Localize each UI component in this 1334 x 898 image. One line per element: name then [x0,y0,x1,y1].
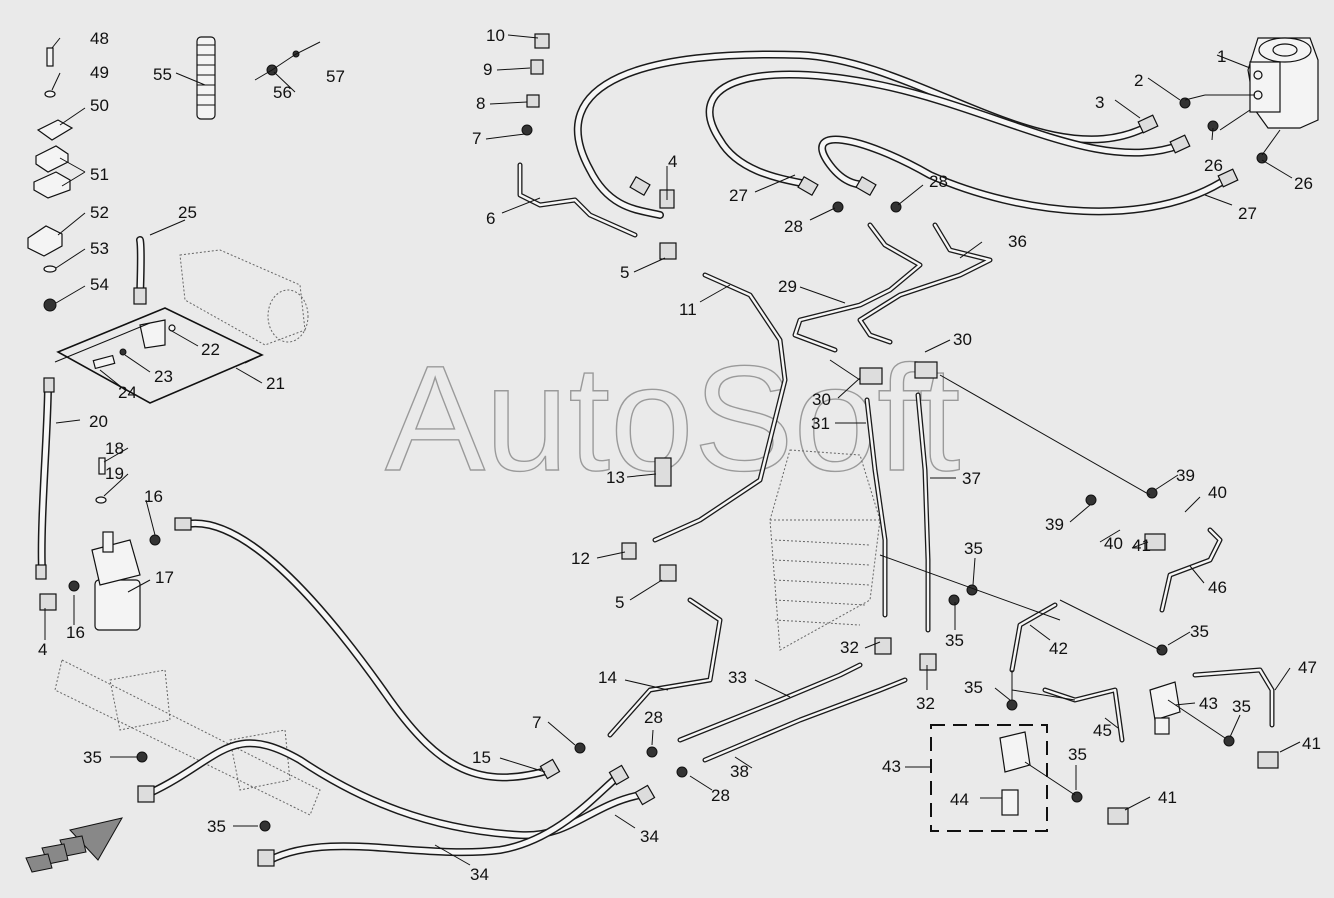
small-parts-stack [27,36,216,504]
part-number-label: 17 [155,568,174,587]
filter-assembly [91,531,141,631]
part-number-label: 35 [207,817,226,836]
part-number-label: 35 [1190,622,1209,641]
part-number-label: 34 [640,827,659,846]
part-number-label: 26 [1204,156,1223,175]
part-number-label: 40 [1208,483,1227,502]
part-number-label: 56 [273,83,292,102]
part-number-label: 28 [784,217,803,236]
part-number-label: 30 [953,330,972,349]
part-number-label: 29 [778,277,797,296]
leader-lines [44,34,1301,866]
part-number-label: 32 [840,638,859,657]
part-number-label: 39 [1176,466,1195,485]
part-number-label: 5 [620,263,629,282]
part-number-label: 10 [486,26,505,45]
part-number-label: 43 [882,757,901,776]
part-number-label: 16 [144,487,163,506]
part-number-label: 41 [1132,536,1151,555]
part-number-label: 19 [105,464,124,483]
part-number-label: 9 [483,60,492,79]
part-number-label: 36 [1008,232,1027,251]
watermark: AutoSoft [385,334,960,502]
part-number-label: 4 [38,640,47,659]
part-number-label: 26 [1294,174,1313,193]
part-number-label: 24 [118,383,137,402]
part-number-label: 27 [1238,204,1257,223]
part-number-label: 25 [178,203,197,222]
part-number-label: 28 [644,708,663,727]
part-number-label: 52 [90,203,109,222]
part-number-label: 35 [1068,745,1087,764]
part-number-label: 39 [1045,515,1064,534]
steering-unit [1247,37,1319,129]
part-number-label: 45 [1093,721,1112,740]
part-number-label: 8 [476,94,485,113]
part-number-label: 5 [615,593,624,612]
part-number-label: 35 [83,748,102,767]
part-number-label: 30 [812,390,831,409]
part-number-label: 55 [153,65,172,84]
part-number-label: 47 [1298,658,1317,677]
part-number-label: 3 [1095,93,1104,112]
part-number-label: 41 [1158,788,1177,807]
part-number-label: 57 [326,67,345,86]
part-number-label: 7 [532,713,541,732]
part-number-label: 7 [472,129,481,148]
part-number-label: 28 [711,786,730,805]
triangle-arrow-icon [25,817,124,873]
part-number-label: 31 [811,414,830,433]
part-number-label: 44 [950,790,969,809]
part-number-label: 27 [729,186,748,205]
part-number-label: 20 [89,412,108,431]
part-number-label: 16 [66,623,85,642]
part-number-label: 14 [598,668,617,687]
part-number-label: 35 [945,631,964,650]
part-number-label: 34 [470,865,489,884]
part-number-label: 41 [1302,734,1321,753]
part-number-label: 43 [1199,694,1218,713]
part-number-labels: 1234455677891011121314151616171819202122… [38,26,1321,884]
part-number-label: 12 [571,549,590,568]
part-number-label: 32 [916,694,935,713]
part-number-label: 11 [679,300,697,319]
part-number-label: 42 [1049,639,1068,658]
part-number-label: 1 [1217,47,1226,66]
part-number-label: 22 [201,340,220,359]
part-number-label: 2 [1134,71,1143,90]
part-number-label: 49 [90,63,109,82]
part-number-label: 51 [90,165,109,184]
part-number-label: 13 [606,468,625,487]
part-number-label: 54 [90,275,109,294]
part-number-label: 28 [929,172,948,191]
detail-frame [930,724,1048,832]
part-number-label: 18 [105,439,124,458]
part-number-label: 4 [668,152,677,171]
part-number-label: 37 [962,469,981,488]
part-number-label: 35 [964,539,983,558]
part-number-label: 50 [90,96,109,115]
hoses [37,50,1232,864]
part-number-label: 53 [90,239,109,258]
part-number-label: 48 [90,29,109,48]
part-number-label: 40 [1104,534,1123,553]
part-number-label: 33 [728,668,747,687]
part-number-label: 35 [1232,697,1251,716]
part-number-label: 21 [266,374,285,393]
tubes [517,162,1275,763]
part-number-label: 23 [154,367,173,386]
part-number-label: 15 [472,748,491,767]
fittings [35,33,1279,867]
part-number-label: 38 [730,762,749,781]
part-number-label: 35 [964,678,983,697]
part-number-label: 6 [486,209,495,228]
part-number-label: 46 [1208,578,1227,597]
